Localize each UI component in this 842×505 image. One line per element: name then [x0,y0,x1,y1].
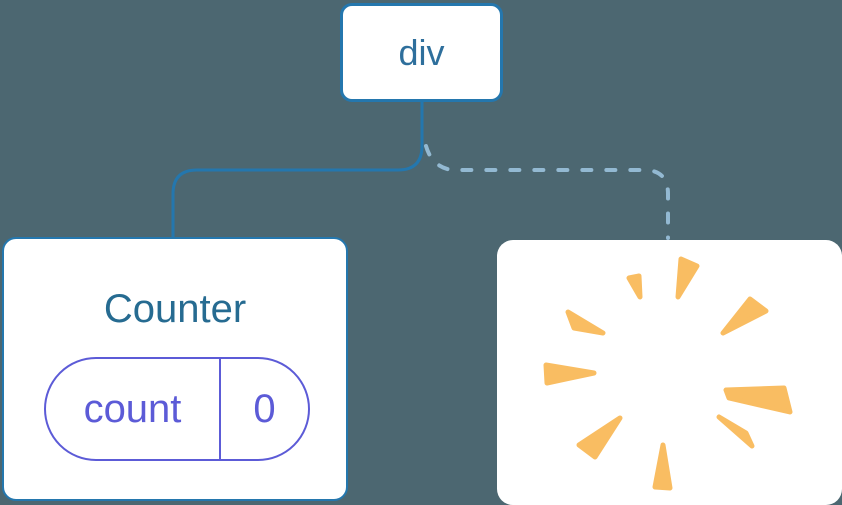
tree-node-div: div [340,3,503,102]
connector-dashed-line [424,144,670,240]
state-pill: count 0 [44,357,310,461]
state-name-cell: count [46,359,221,459]
poof-ray [576,415,623,460]
state-name-label: count [83,386,182,431]
poof-ray [720,296,769,336]
poof-ray [626,273,643,300]
poof-ray [716,414,755,449]
counter-title: Counter [103,287,247,331]
removed-component-card [497,240,842,505]
poof-burst-icon [543,256,793,491]
poof-ray [543,362,597,386]
poof-ray [675,256,700,300]
poof-ray [723,385,793,415]
state-value-cell: 0 [221,359,308,459]
tree-node-div-label: div [398,31,445,73]
state-value-label: 0 [253,386,276,431]
poof-ray [565,309,606,336]
counter-component-card: Counter count 0 [2,237,348,501]
poof-ray [652,442,673,491]
connector-solid-line [171,99,424,241]
